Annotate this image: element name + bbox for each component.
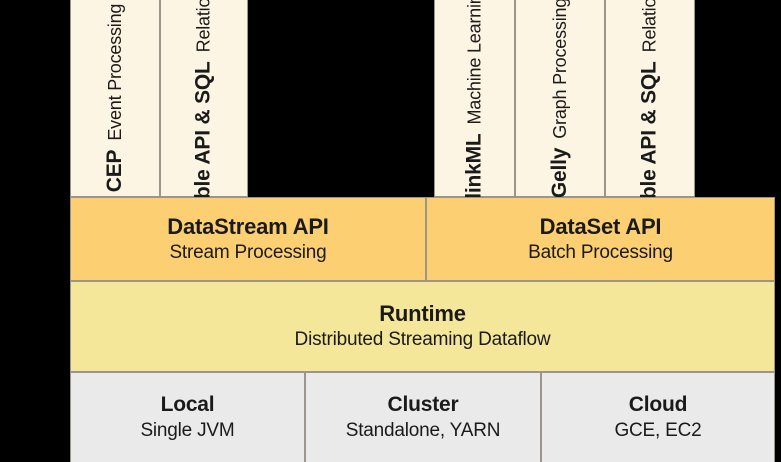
deployment-box-local[interactable]: Local Single JVM	[70, 372, 305, 462]
deployment-subtitle: Standalone, YARN	[345, 419, 501, 441]
deployment-subtitle: Single JVM	[140, 419, 235, 441]
runtime-subtitle: Distributed Streaming Dataflow	[294, 329, 551, 351]
library-subtitle: Graph Processing	[550, 0, 570, 139]
deployment-subtitle: GCE, EC2	[614, 419, 702, 441]
api-box-dataset[interactable]: DataSet API Batch Processing	[426, 197, 775, 281]
api-title: DataStream API	[167, 213, 329, 239]
deployment-title: Local	[160, 392, 215, 416]
library-box-gelly[interactable]: Gelly Graph Processing	[515, 0, 605, 198]
deployment-box-cluster-label: Cluster Standalone, YARN	[346, 392, 501, 443]
runtime-box[interactable]: Runtime Distributed Streaming Dataflow	[70, 281, 775, 372]
api-box-datastream[interactable]: DataStream API Stream Processing	[70, 197, 426, 281]
deployment-title: Cluster	[387, 392, 459, 416]
api-box-dataset-label: DataSet API Batch Processing	[528, 213, 673, 265]
library-title: CEP	[103, 149, 126, 193]
library-subtitle: Event Processing	[105, 3, 125, 141]
library-box-table-api-sql-right-label: Table API & SQL Relational	[638, 0, 662, 222]
library-box-table-api-sql-left[interactable]: Table API & SQL Relational	[160, 0, 248, 222]
library-box-table-api-sql-left-label: Table API & SQL Relational	[192, 0, 216, 222]
deployment-box-cloud[interactable]: Cloud GCE, EC2	[541, 372, 775, 462]
library-title: Gelly	[548, 147, 571, 199]
library-box-cep-label: CEP Event Processing	[103, 4, 127, 192]
runtime-title: Runtime	[379, 301, 466, 327]
deployment-box-cloud-label: Cloud GCE, EC2	[614, 392, 701, 443]
library-subtitle: Relational	[640, 0, 661, 53]
deployment-title: Cloud	[628, 392, 688, 416]
api-box-datastream-label: DataStream API Stream Processing	[167, 213, 329, 265]
library-subtitle: Relational	[194, 0, 215, 53]
api-title: DataSet API	[539, 213, 662, 239]
runtime-box-label: Runtime Distributed Streaming Dataflow	[295, 300, 551, 352]
deployment-box-local-label: Local Single JVM	[140, 392, 234, 443]
api-subtitle: Stream Processing	[169, 241, 327, 263]
library-subtitle: Machine Learning	[464, 0, 485, 125]
library-box-table-api-sql-right[interactable]: Table API & SQL Relational	[605, 0, 695, 222]
library-box-cep[interactable]: CEP Event Processing	[70, 0, 160, 197]
deployment-box-cluster[interactable]: Cluster Standalone, YARN	[305, 372, 541, 462]
api-subtitle: Batch Processing	[528, 241, 673, 263]
library-box-flinkml-label: FlinkML Machine Learning	[463, 0, 487, 211]
library-box-flinkml[interactable]: FlinkML Machine Learning	[434, 0, 515, 211]
library-box-gelly-label: Gelly Graph Processing	[548, 0, 572, 198]
